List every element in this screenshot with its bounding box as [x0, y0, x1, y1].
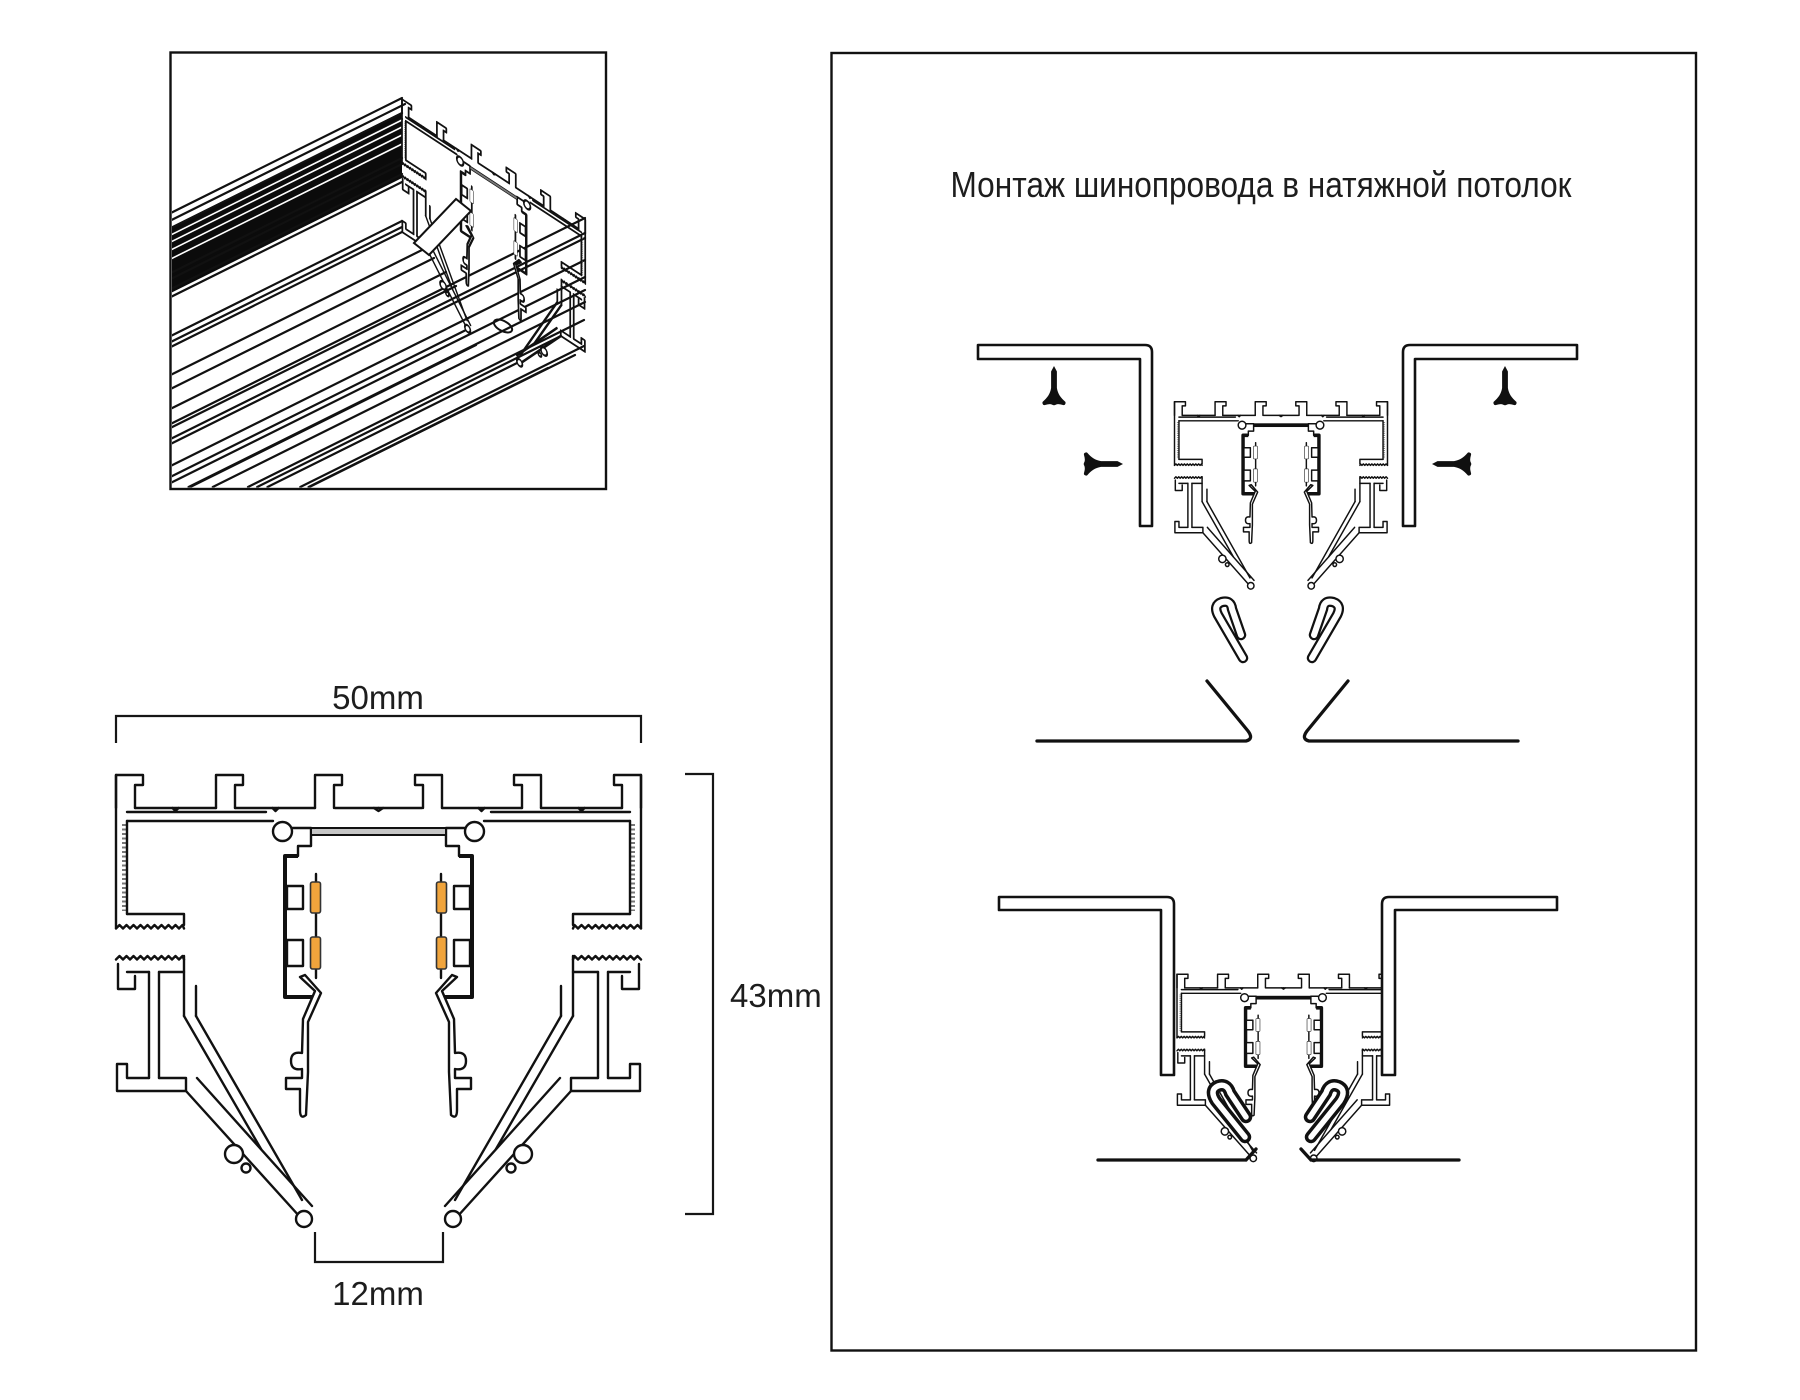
svg-text:Монтаж шинопровода в натяжной: Монтаж шинопровода в натяжной потолок: [951, 164, 1572, 205]
svg-text:50mm: 50mm: [332, 679, 424, 716]
svg-text:12mm: 12mm: [332, 1275, 424, 1312]
svg-text:43mm: 43mm: [730, 977, 822, 1014]
